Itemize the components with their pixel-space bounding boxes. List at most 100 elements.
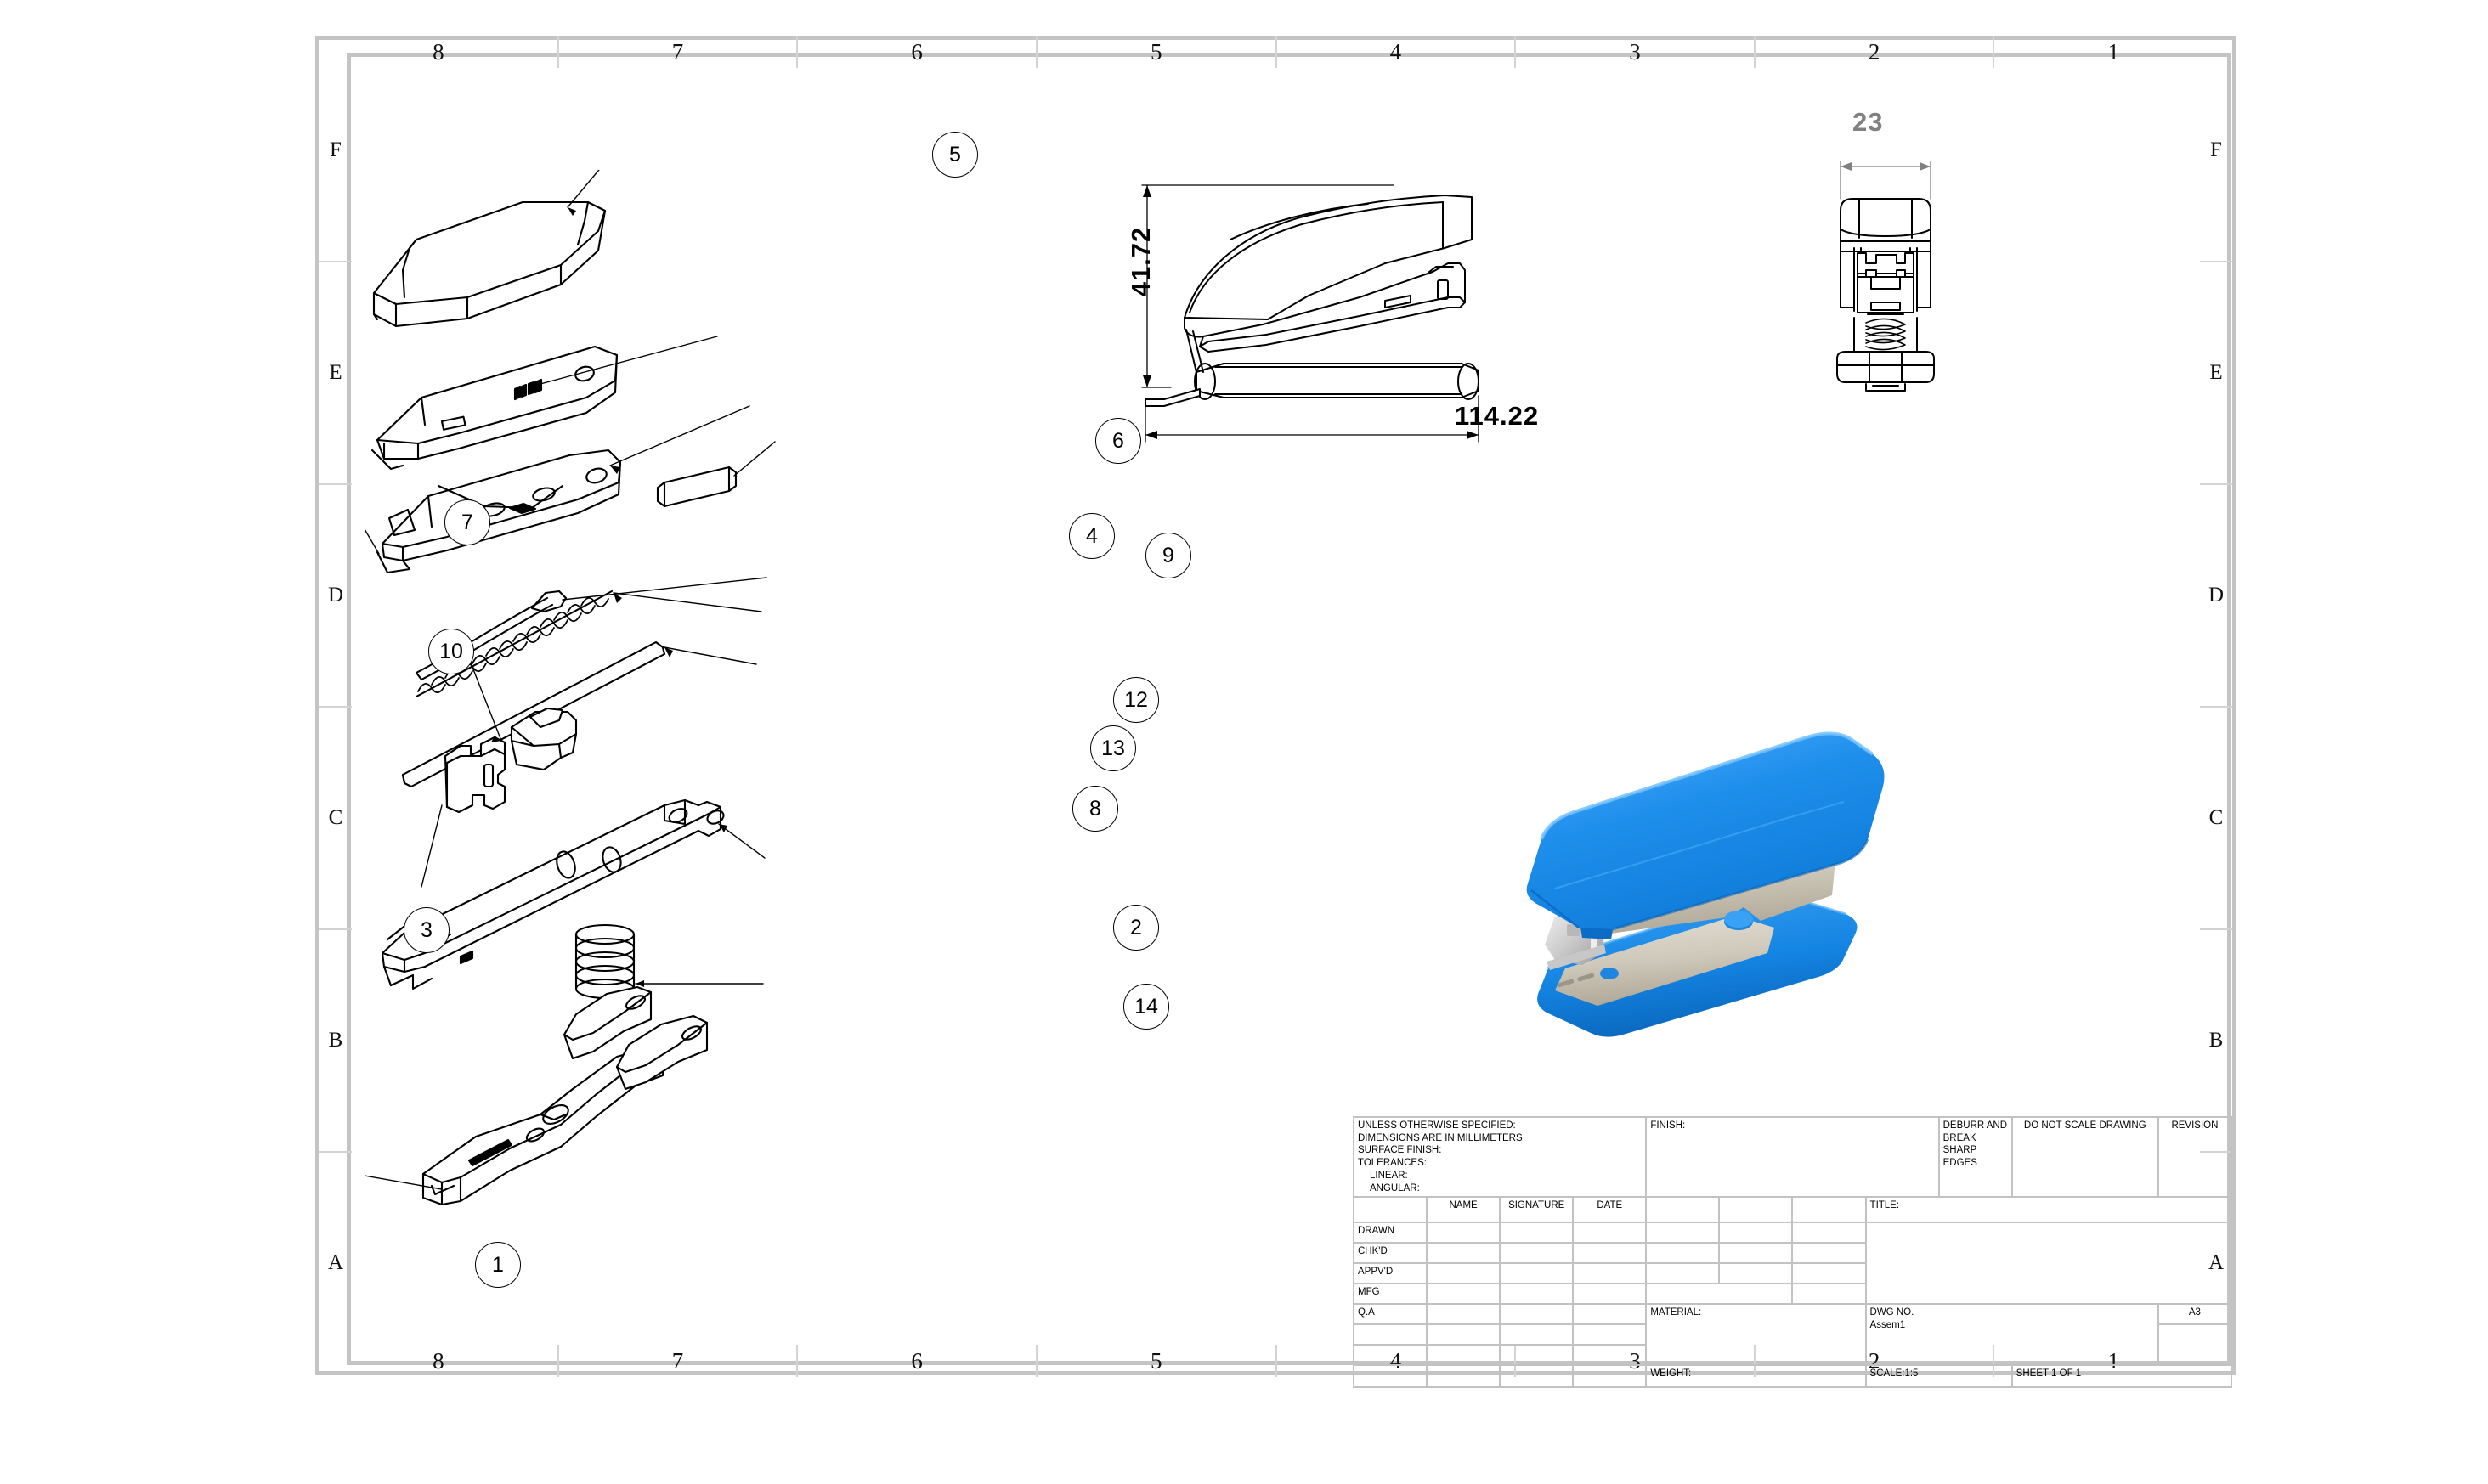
- balloon-7[interactable]: 7: [444, 499, 490, 545]
- notes-line-1: UNLESS OTHERWISE SPECIFIED:: [1358, 1120, 1516, 1131]
- tb-mfg-date[interactable]: [1572, 1283, 1648, 1306]
- balloon-4[interactable]: 4: [1069, 513, 1115, 559]
- title-label: TITLE:: [1869, 1200, 1900, 1211]
- tb-qa-name[interactable]: [1426, 1303, 1501, 1326]
- tb-blank-r6a: [1352, 1323, 1428, 1346]
- tb-blank-r7d[interactable]: [1572, 1344, 1648, 1367]
- tb-material-cell[interactable]: MATERIAL:: [1645, 1303, 1867, 1367]
- zone-right-F: F: [2200, 40, 2232, 262]
- tb-blank-r6b[interactable]: [1426, 1323, 1501, 1346]
- part-6-upper-housing: [370, 345, 619, 471]
- balloon-2[interactable]: 2: [1113, 905, 1159, 951]
- zone-left-C: C: [319, 708, 352, 930]
- tb-drawn-name[interactable]: [1426, 1222, 1501, 1244]
- tb-blank-r6c[interactable]: [1499, 1323, 1575, 1346]
- tb-blank-h3: [1791, 1196, 1867, 1224]
- balloon-5[interactable]: 5: [932, 132, 978, 178]
- tb-col-signature: SIGNATURE: [1499, 1196, 1575, 1224]
- tb-col-name: NAME: [1426, 1196, 1501, 1224]
- zone-top-7: 7: [559, 36, 799, 68]
- tb-blank-r1b: [1718, 1222, 1794, 1244]
- dimension-length-114-22: 114.22: [1455, 401, 1540, 431]
- tb-mfg-name[interactable]: [1426, 1283, 1501, 1306]
- zone-left-E: E: [319, 262, 352, 485]
- zone-right-C: C: [2200, 708, 2232, 930]
- dimension-width-23: 23: [1852, 107, 1884, 137]
- part-9-pivot-pin: [656, 466, 738, 508]
- tb-weight-cell[interactable]: WEIGHT:: [1645, 1364, 1867, 1389]
- tb-blank-h2: [1718, 1196, 1794, 1224]
- tb-blank-r3a: [1645, 1262, 1721, 1285]
- tb-qa-date[interactable]: [1572, 1303, 1648, 1326]
- tb-dwgno-cell[interactable]: DWG NO. Assem1: [1864, 1303, 2159, 1367]
- zone-band-left: F E D C B A: [319, 40, 352, 1374]
- tb-appvd-sig[interactable]: [1499, 1262, 1575, 1285]
- balloon-1[interactable]: 1: [475, 1242, 521, 1288]
- notes-line-6: ANGULAR:: [1370, 1182, 1420, 1193]
- tb-blank-r8d[interactable]: [1572, 1364, 1648, 1389]
- tb-blank-r7c[interactable]: [1499, 1344, 1575, 1367]
- tb-row-appvd: APPV'D: [1352, 1262, 1428, 1285]
- dimension-height-41-72: 41.72: [1126, 226, 1156, 297]
- zone-right-E: E: [2200, 262, 2232, 485]
- tb-blank-r2c: [1791, 1242, 1867, 1265]
- balloon-14[interactable]: 14: [1123, 984, 1169, 1030]
- zone-left-A: A: [327, 1251, 344, 1274]
- zone-left-D: D: [319, 485, 352, 708]
- dwgno-label: DWG NO.: [1869, 1307, 1914, 1318]
- zone-bottom-5: 5: [1038, 1345, 1277, 1377]
- stapler-isometric-render: [1526, 731, 1885, 1037]
- tb-chkd-name[interactable]: [1426, 1242, 1501, 1265]
- part-12-leaf-spring: [415, 590, 568, 681]
- tb-blank-r8b[interactable]: [1426, 1364, 1501, 1389]
- tb-sheet-format: A3: [2157, 1303, 2233, 1326]
- tb-appvd-name[interactable]: [1426, 1262, 1501, 1285]
- zone-top-3: 3: [1516, 36, 1756, 68]
- tb-revision-label: REVISION: [2157, 1115, 2233, 1199]
- balloon-3[interactable]: 3: [404, 907, 450, 953]
- balloon-8[interactable]: 8: [1072, 786, 1118, 832]
- tb-blank-format-lower: [2157, 1323, 2233, 1367]
- tb-title-value[interactable]: [1864, 1222, 2233, 1306]
- tb-row-chkd: CHK'D: [1352, 1242, 1428, 1265]
- tb-mfg-sig[interactable]: [1499, 1283, 1575, 1306]
- tb-blank-r3c: [1791, 1262, 1867, 1285]
- tb-appvd-date[interactable]: [1572, 1262, 1648, 1285]
- zone-top-1: 1: [2107, 38, 2119, 65]
- tb-scale-cell: SCALE:1:5: [1864, 1364, 2013, 1389]
- tb-chkd-sig[interactable]: [1499, 1242, 1575, 1265]
- balloon-9[interactable]: 9: [1145, 533, 1191, 578]
- drawing-frame-inner: [347, 53, 2231, 1365]
- tb-row-qa: Q.A: [1352, 1303, 1428, 1326]
- tb-qa-sig[interactable]: [1499, 1303, 1575, 1326]
- tb-finish-cell[interactable]: FINISH:: [1645, 1115, 1940, 1199]
- part-14-compression-spring: [574, 923, 636, 1000]
- tb-blank-r4a: [1645, 1283, 1794, 1306]
- balloon-10[interactable]: 10: [428, 629, 474, 674]
- tb-title-cell[interactable]: TITLE:: [1864, 1196, 2233, 1224]
- tb-blank-r7b[interactable]: [1426, 1344, 1501, 1367]
- zone-top-5: 5: [1038, 36, 1277, 68]
- part-5-top-cover: [372, 200, 607, 328]
- zone-bottom-7: 7: [559, 1345, 799, 1377]
- title-block: UNLESS OTHERWISE SPECIFIED: DIMENSIONS A…: [1352, 1115, 2233, 1389]
- tb-chkd-date[interactable]: [1572, 1242, 1648, 1265]
- tb-drawn-date[interactable]: [1572, 1222, 1648, 1244]
- balloon-6[interactable]: 6: [1095, 418, 1141, 464]
- finish-label: FINISH:: [1650, 1120, 1686, 1131]
- zone-band-top: 8 7 6 5 4 3 2 1: [319, 36, 2232, 68]
- balloon-12[interactable]: 12: [1113, 677, 1159, 723]
- tb-blank-r8c[interactable]: [1499, 1364, 1575, 1389]
- tb-blank-r6d[interactable]: [1572, 1323, 1648, 1346]
- tb-blank-r7a: [1352, 1344, 1428, 1367]
- tb-blank-r2b: [1718, 1242, 1794, 1265]
- dwg-name-value: Assem1: [1869, 1320, 1906, 1331]
- part-1-base: [421, 985, 709, 1206]
- tb-blank-r3b: [1718, 1262, 1794, 1285]
- balloon-13[interactable]: 13: [1090, 725, 1136, 771]
- tb-drawn-sig[interactable]: [1499, 1222, 1575, 1244]
- tb-general-notes: UNLESS OTHERWISE SPECIFIED: DIMENSIONS A…: [1352, 1115, 1648, 1199]
- tb-sheetno-cell: SHEET 1 OF 1: [2010, 1364, 2233, 1389]
- deburr-label: DEBURR AND BREAK SHARP EDGES: [1942, 1120, 2008, 1169]
